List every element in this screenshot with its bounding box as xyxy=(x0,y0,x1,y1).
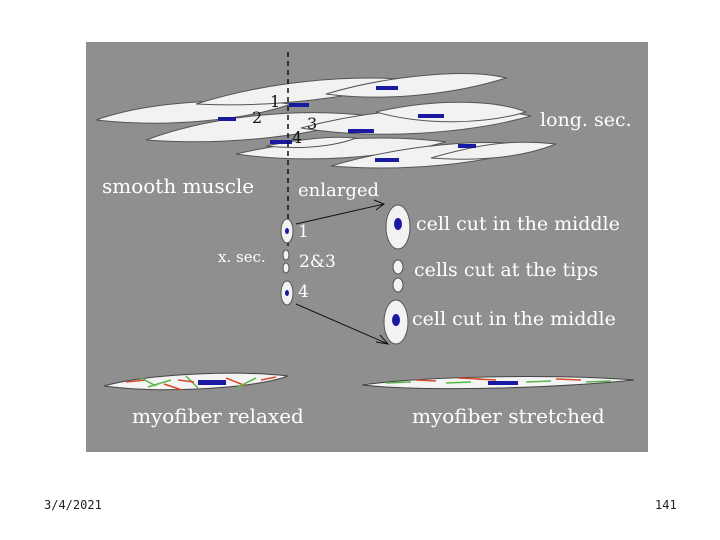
smooth-muscle-diagram xyxy=(86,42,648,452)
enlarge-arrows xyxy=(296,200,388,344)
nucleus xyxy=(218,117,236,121)
smooth-muscle-label: smooth muscle xyxy=(102,176,254,196)
longitudinal-section xyxy=(96,74,556,168)
section-number-4: 4 xyxy=(292,130,302,146)
slide-page-number: 141 xyxy=(655,498,677,512)
nucleus xyxy=(375,158,399,162)
myofiber-relaxed xyxy=(104,373,288,390)
nucleus xyxy=(289,103,309,107)
myofiber-relaxed-label: myofiber relaxed xyxy=(132,406,304,426)
xsec-number-4: 4 xyxy=(298,284,309,301)
section-number-3: 3 xyxy=(307,116,317,132)
enlarged-cell-tip-1 xyxy=(393,260,403,274)
xsec-cell-2 xyxy=(283,250,289,260)
cell-middle-label-2: cell cut in the middle xyxy=(412,310,616,329)
xsec-number-2-3: 2&3 xyxy=(299,254,336,271)
section-number-2: 2 xyxy=(252,110,262,126)
enlarged-label: enlarged xyxy=(298,182,379,200)
long-sec-label: long. sec. xyxy=(540,111,632,130)
nucleus xyxy=(348,129,374,133)
xsec-number-1: 1 xyxy=(298,224,309,241)
myofiber-stretched-label: myofiber stretched xyxy=(412,406,605,426)
slide-date: 3/4/2021 xyxy=(44,498,102,512)
x-sec-label: x. sec. xyxy=(218,250,266,265)
nucleus xyxy=(488,381,518,385)
nucleus xyxy=(458,144,476,148)
cell-middle-label-1: cell cut in the middle xyxy=(416,215,620,234)
cells-tips-label: cells cut at the tips xyxy=(414,261,598,280)
nucleus xyxy=(198,380,226,385)
enlarged-cell-tip-2 xyxy=(393,278,403,292)
nucleus xyxy=(418,114,444,118)
diagram-panel: 1 2 3 4 long. sec. smooth muscle enlarge… xyxy=(86,42,648,452)
nucleus xyxy=(376,86,398,90)
section-number-1: 1 xyxy=(270,94,280,110)
myofiber-stretched xyxy=(362,377,634,389)
xsec-cell-3 xyxy=(283,263,289,273)
